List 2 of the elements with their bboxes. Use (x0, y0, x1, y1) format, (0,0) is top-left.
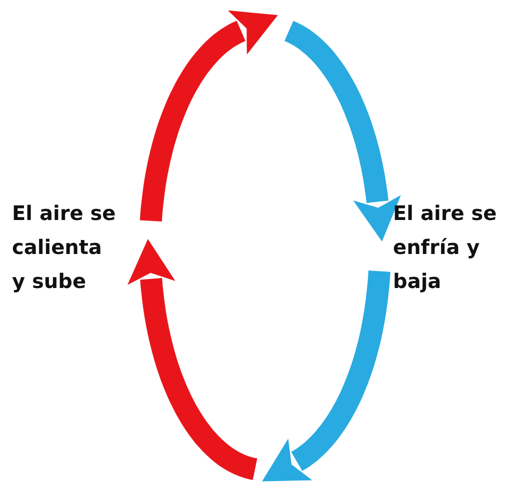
caption-text: El aire se enfría y baja (393, 200, 498, 295)
caption-text: El aire se calienta y sube (12, 200, 117, 295)
